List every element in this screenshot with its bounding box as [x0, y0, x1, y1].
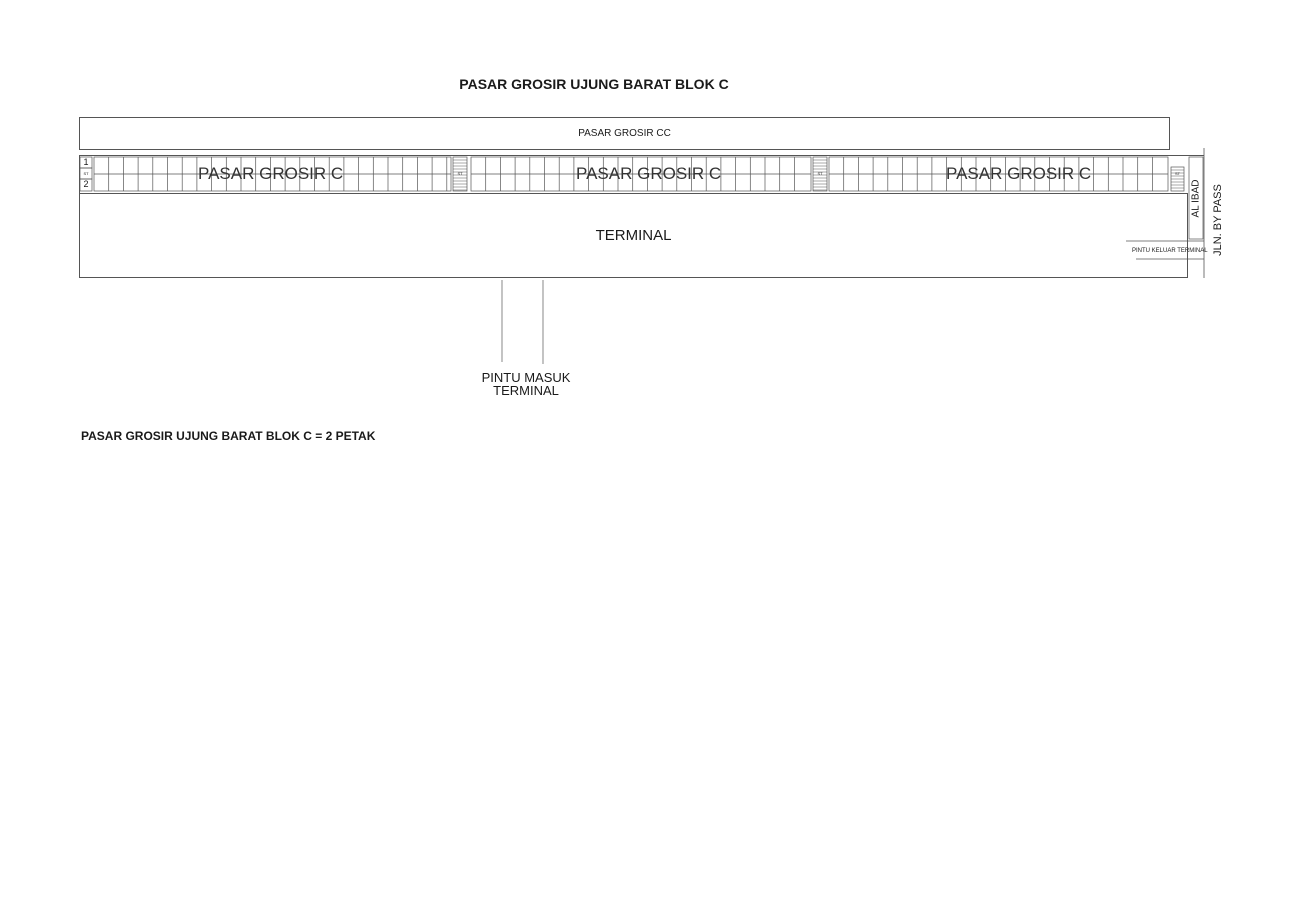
left-end-middle-label: ST: [83, 171, 89, 176]
al-ibad-building: AL IBAD: [1189, 157, 1203, 239]
section-label-1: PASAR GROSIR C: [198, 164, 344, 183]
by-pass-road-label: JLN. BY PASS: [1212, 184, 1224, 256]
stair-1: [452, 156, 468, 192]
al-ibad-label: AL IBAD: [1190, 179, 1202, 217]
terminal-area: TERMINAL: [79, 193, 1188, 278]
summary-note: PASAR GROSIR UJUNG BARAT BLOK C = 2 PETA…: [81, 429, 376, 443]
entrance-gate-line2: TERMINAL: [493, 383, 559, 398]
stair-2: [812, 156, 828, 192]
block-pasar-grosir-cc: PASAR GROSIR CC: [79, 117, 1170, 150]
exit-gate-label: PINTU KELUAR TERMINAL: [1132, 248, 1208, 254]
stair-marker-1: ST: [457, 171, 463, 176]
left-end-cell-bottom: [79, 178, 93, 192]
stair-marker-3: ST: [1174, 171, 1181, 176]
entrance-gate-label: PINTU MASUK TERMINAL: [466, 371, 586, 397]
left-end-bottom-label: 2: [83, 179, 89, 189]
page-title: PASAR GROSIR UJUNG BARAT BLOK C: [459, 76, 729, 92]
block-cc-label: PASAR GROSIR CC: [578, 128, 671, 139]
left-end-top-label: 1: [83, 157, 89, 167]
section-label-2: PASAR GROSIR C: [576, 164, 722, 183]
stall-row: [79, 155, 1204, 193]
al-ibad-outline: [1188, 156, 1204, 240]
stair-marker-2: ST: [817, 171, 823, 176]
entrance-gate-line1: PINTU MASUK: [481, 370, 571, 385]
terminal-label: TERMINAL: [595, 227, 672, 244]
section-label-3: PASAR GROSIR C: [946, 164, 1092, 183]
by-pass-road: JLN. BY PASS: [1208, 160, 1228, 280]
